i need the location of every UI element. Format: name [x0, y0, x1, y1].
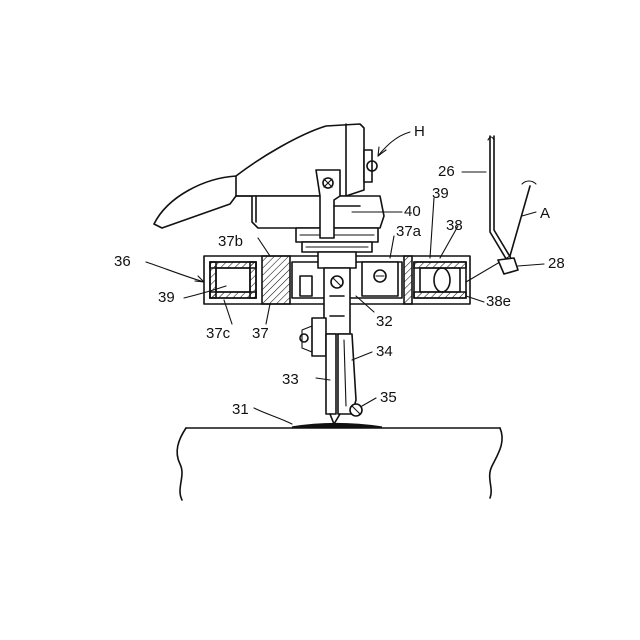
workpiece-31	[177, 424, 502, 501]
label-37: 37	[252, 325, 269, 342]
label-37a: 37a	[396, 223, 422, 240]
label-37c: 37c	[206, 325, 231, 342]
label-34: 34	[376, 343, 393, 360]
label-33: 33	[282, 371, 299, 388]
label-26: 26	[438, 163, 455, 180]
label-38e: 38e	[486, 293, 511, 310]
label-35: 35	[380, 389, 397, 406]
head-housing-H	[154, 124, 384, 252]
label-H: H	[414, 123, 425, 140]
label-39-left: 39	[158, 289, 175, 306]
label-28: 28	[548, 255, 565, 272]
label-39-top: 39	[432, 185, 449, 202]
label-32: 32	[376, 313, 393, 330]
label-36: 36	[114, 253, 131, 270]
label-40: 40	[404, 203, 421, 220]
label-31: 31	[232, 401, 249, 418]
label-38: 38	[446, 217, 463, 234]
eyelet-28	[498, 258, 518, 274]
label-A: A	[540, 205, 550, 222]
label-37b: 37b	[218, 233, 243, 250]
thread-guide-26	[488, 136, 512, 262]
